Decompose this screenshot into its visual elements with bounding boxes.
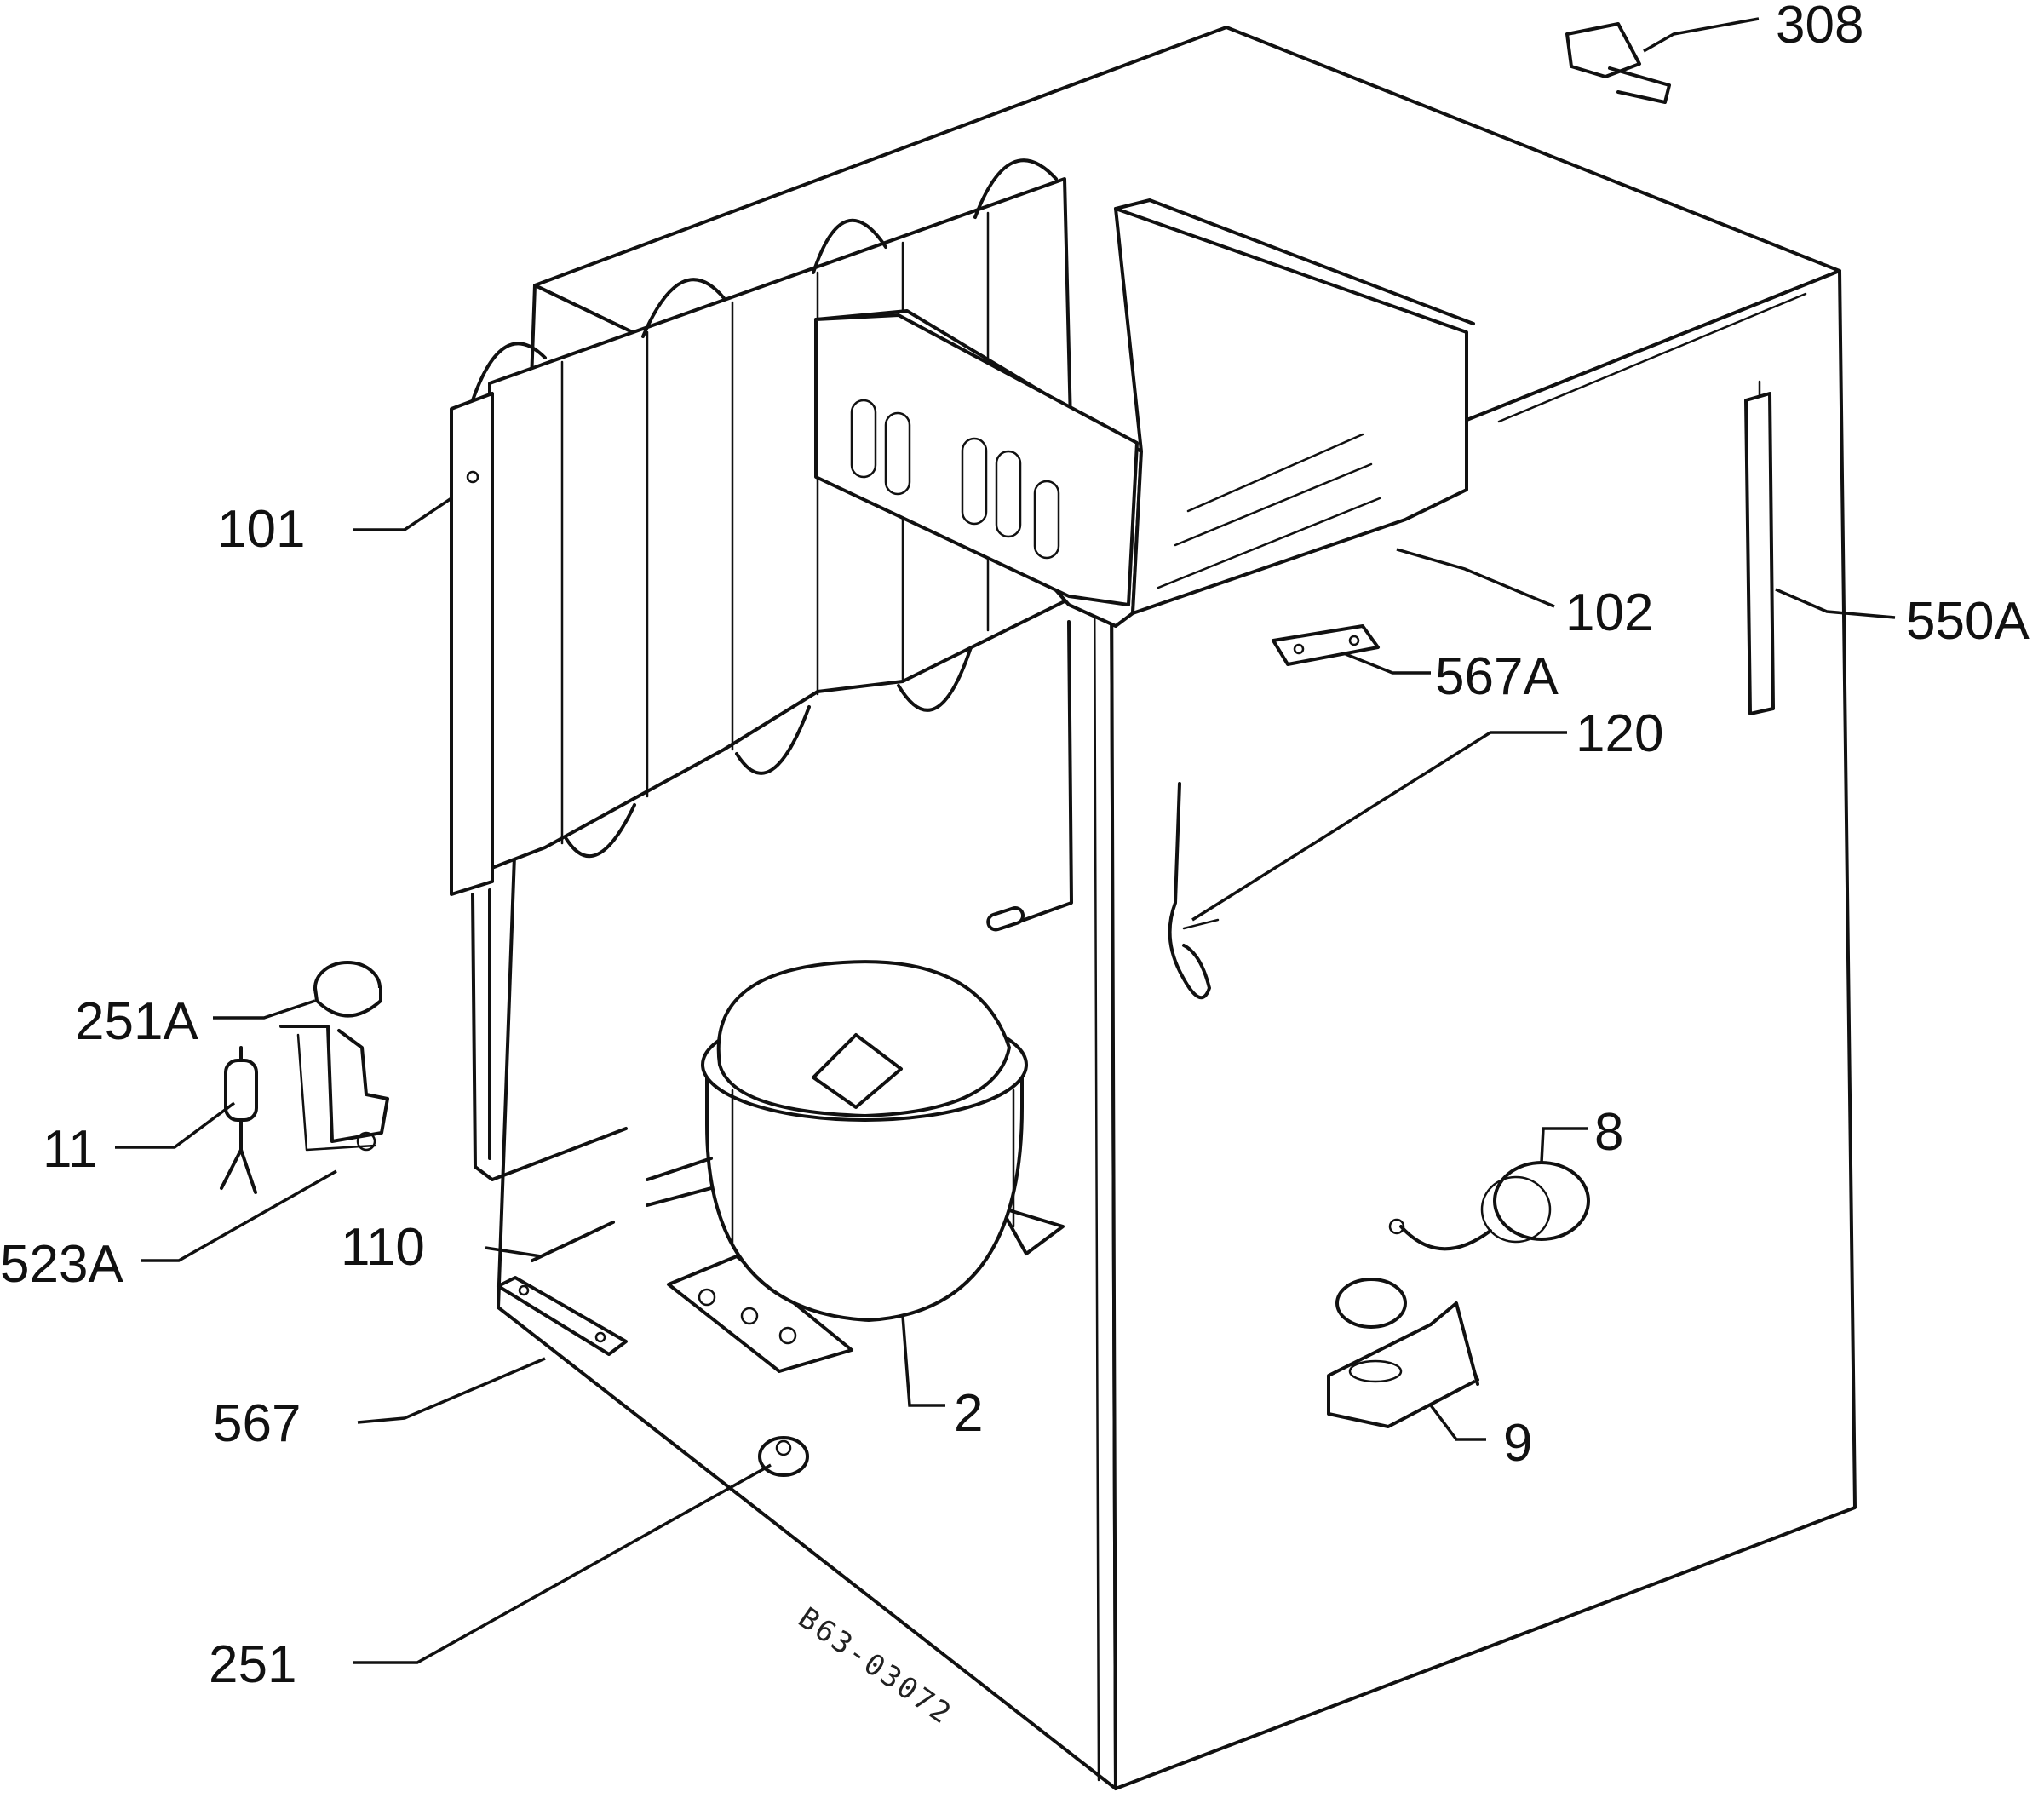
leader-102 [1396, 548, 1555, 608]
part-110-tube [531, 1221, 615, 1262]
callout-11: 11 [43, 1120, 97, 1179]
callout-251A: 251A [75, 992, 198, 1051]
callout-308: 308 [1776, 0, 1863, 55]
part-9-thermostat [1327, 1278, 1479, 1428]
leader-523A [141, 1169, 337, 1262]
leader-2 [901, 1315, 945, 1407]
callout-9: 9 [1503, 1414, 1532, 1473]
compressor [646, 960, 1065, 1373]
callout-102: 102 [1565, 583, 1653, 642]
callout-567A: 567A [1435, 647, 1559, 706]
evaporator [814, 198, 1475, 628]
part-251A-grommet [313, 961, 382, 1018]
callout-567: 567 [213, 1394, 301, 1453]
part-308-hinge [1565, 22, 1671, 104]
part-523A-bracket [279, 1025, 389, 1152]
part-8-relay [1388, 1161, 1590, 1251]
callout-labels: 308 101 102 550A 567A 120 251A 11 8 523A… [0, 0, 2030, 1694]
callout-110: 110 [341, 1218, 425, 1277]
callout-120: 120 [1576, 704, 1663, 763]
leader-567A [1345, 652, 1431, 675]
leader-101 [353, 497, 452, 531]
callout-550A: 550A [1906, 592, 2030, 651]
part-120-sensor [1168, 782, 1220, 1000]
part-550A-strip [1744, 380, 1775, 715]
part-567-plate [497, 1276, 628, 1356]
part-11-drier [220, 1046, 258, 1194]
leader-120 [1191, 731, 1567, 922]
callout-8: 8 [1594, 1103, 1623, 1162]
leader-567 [357, 1357, 546, 1424]
callout-101: 101 [217, 500, 305, 559]
leader-251 [353, 1463, 772, 1664]
leader-lines [115, 17, 1896, 1664]
callout-251: 251 [209, 1635, 296, 1694]
leader-251A [213, 999, 316, 1020]
leader-110 [485, 1246, 542, 1258]
leader-11 [115, 1101, 236, 1149]
leader-308 [1643, 17, 1760, 53]
leader-550A [1775, 588, 1896, 619]
leader-8 [1540, 1127, 1588, 1163]
leader-9 [1429, 1404, 1486, 1441]
callout-2: 2 [954, 1384, 983, 1443]
callout-523A: 523A [0, 1235, 123, 1294]
part-567A-clip [1272, 624, 1380, 666]
part-251-grommet [758, 1436, 809, 1477]
